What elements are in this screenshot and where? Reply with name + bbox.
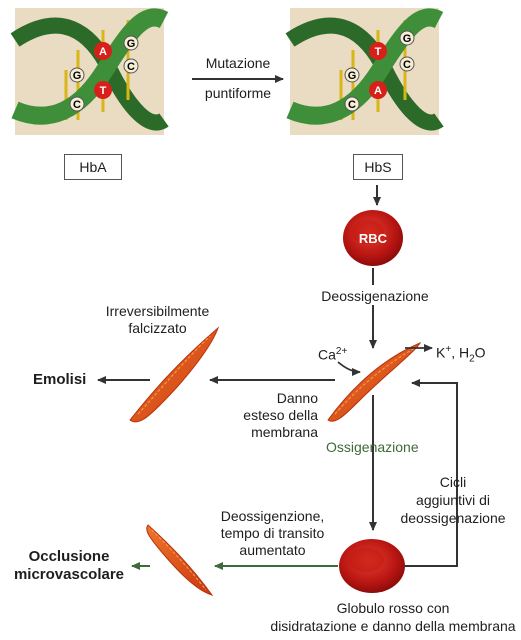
h-text: , H [451,344,470,361]
dna-panel-hba: G C A T G C [10,8,169,135]
cicli-label-1: Cicli [439,474,467,490]
rbc-label: RBC [359,231,388,246]
svg-text:G: G [73,70,82,82]
rbc-top [343,210,403,266]
base-t-left: T [94,81,112,99]
sickle-cell-irreversible [129,326,220,423]
dna-panel-hbs: G C T A G C [285,8,444,135]
base-c-left: C [69,96,85,112]
cicli-label-2: aggiuntivi di [416,492,490,508]
base-c-right-2: C [399,56,415,72]
o-text: O [474,344,486,361]
danno-label-2: esteso della [243,407,318,423]
ca-arrow [337,361,361,376]
hbs-label: HbS [364,159,392,175]
ossigenazione-label: Ossigenazione [326,439,419,455]
svg-text:G: G [348,70,357,82]
cicli-label-3: deossigenazione [400,510,506,526]
h2o-sub: 2 [469,353,475,365]
svg-text:T: T [375,46,382,58]
hbs-label-box: HbS [353,154,403,180]
base-g-right-2: G [399,30,415,46]
k-sup: + [445,344,452,355]
danno-label-1: Danno [276,390,318,406]
deossigenzione-label-2: tempo di transito [220,525,325,541]
svg-text:A: A [374,85,382,97]
irreversible-label-2: falcizzato [128,320,187,336]
svg-text:A: A [99,46,107,58]
helix-strand-front [286,8,444,125]
mutation-label-1: Mutazione [205,55,271,71]
emolisi-label: Emolisi [33,371,87,388]
occlusione-label-2: microvascolare [13,566,125,583]
svg-text:T: T [100,85,107,97]
cycle-loop-arrow [405,379,458,567]
svg-text:C: C [348,99,356,111]
ca-label: Ca2+ [318,343,347,364]
ca-text: Ca [318,346,336,363]
svg-text:C: C [73,99,81,111]
ca-sup: 2+ [335,346,348,357]
hba-label-box: HbA [64,154,122,180]
deossigenzione-label-1: Deossigenzione, [220,508,325,524]
danno-label-3: membrana [251,424,318,440]
occlusione-label-1: Occlusione [28,548,110,565]
svg-text:C: C [127,61,135,73]
sickle-cell-center [327,341,422,422]
base-g-right: G [344,67,360,83]
sickle-cell-occlusion [146,524,214,596]
deoxygenation-label: Deossigenazione [321,288,429,304]
globulo-label-2: disidratazione e danno della membrana [270,618,516,634]
irreversible-label-1: Irreversibilmente [105,303,210,319]
k-label: K+, H2O [436,341,486,367]
globulo-label-1: Globulo rosso con [336,600,450,616]
deossigenzione-label-3: aumentato [239,542,306,558]
mutation-label-2: puntiforme [204,85,272,101]
base-a-left: A [94,42,112,60]
base-c-left-2: C [123,58,139,74]
base-g-left: G [69,67,85,83]
svg-text:G: G [127,38,136,50]
svg-text:G: G [403,33,412,45]
base-g-left-2: G [123,35,139,51]
helix-strand-front [11,8,169,125]
k-text: K [436,344,446,361]
hba-label: HbA [79,159,107,175]
svg-text:C: C [403,59,411,71]
base-c-right: C [344,96,360,112]
base-a-right: A [369,81,387,99]
base-t-right: T [369,42,387,60]
rbc-bottom [339,539,405,593]
